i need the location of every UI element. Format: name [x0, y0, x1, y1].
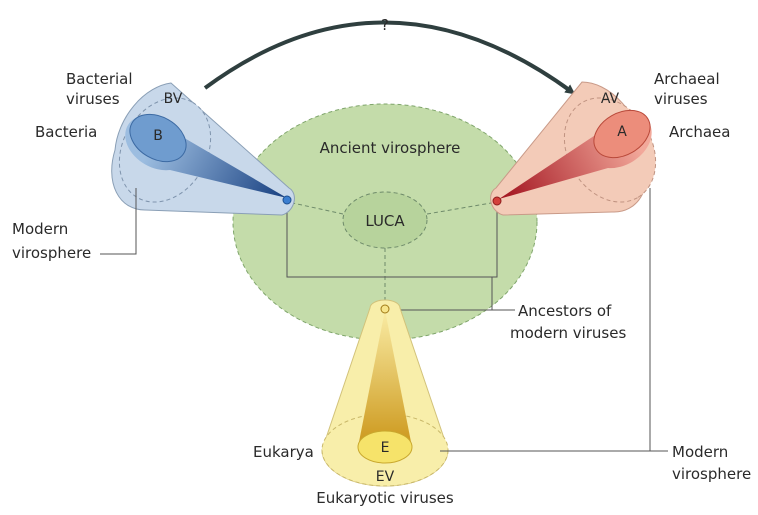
bacteria-cone-outer-label: BV	[164, 91, 183, 107]
modern-virosphere-right-line1: Modern	[672, 443, 728, 461]
question-mark: ?	[381, 16, 389, 34]
eukarya-label: Eukarya	[253, 443, 314, 461]
luca-label: LUCA	[365, 212, 405, 230]
archaeal-viruses-label-line1: Archaeal	[654, 70, 720, 88]
luca-to-bacterial-ancestor	[287, 201, 344, 215]
modern-virosphere-left-line	[100, 188, 137, 255]
eukarya-cone-outer-label: EV	[376, 469, 395, 485]
archaeal-ancestor-dot	[492, 196, 502, 206]
luca-ellipse	[342, 191, 428, 249]
eukarya-cone-inner-label: E	[381, 440, 390, 456]
modern-virosphere-left-line2: virosphere	[12, 244, 91, 262]
bacterial-ancestor-dot	[282, 195, 292, 205]
archaea-cone-outer-label: AV	[601, 91, 620, 107]
modern-virosphere-left-line1: Modern	[12, 220, 68, 238]
bacteria-cone	[111, 82, 295, 216]
modern-virosphere-right-line2: virosphere	[672, 465, 751, 483]
ancestors-bracket	[286, 204, 498, 278]
archaea-cone	[490, 81, 657, 216]
archaea-label: Archaea	[669, 123, 730, 141]
bacteria-label: Bacteria	[35, 123, 97, 141]
bacterial-viruses-label-line2: viruses	[66, 90, 120, 108]
eukarya-cone	[321, 299, 449, 487]
eukaryal-ancestor-dot	[380, 304, 390, 314]
bacteria-cone-inner-label: B	[153, 128, 163, 144]
bacterial-viruses-label-line1: Bacterial	[66, 70, 133, 88]
transfer-arrow	[203, 20, 576, 95]
ancestors-label-line2: modern viruses	[510, 324, 626, 342]
eukaryotic-viruses-label: Eukaryotic viruses	[316, 489, 454, 507]
ancient-virosphere-label: Ancient virosphere	[320, 139, 461, 157]
luca-to-archaeal-ancestor	[426, 201, 498, 215]
archaea-cone-inner-label: A	[617, 124, 627, 140]
ancestors-label-line1: Ancestors of	[518, 302, 612, 320]
archaeal-viruses-label-line2: viruses	[654, 90, 708, 108]
